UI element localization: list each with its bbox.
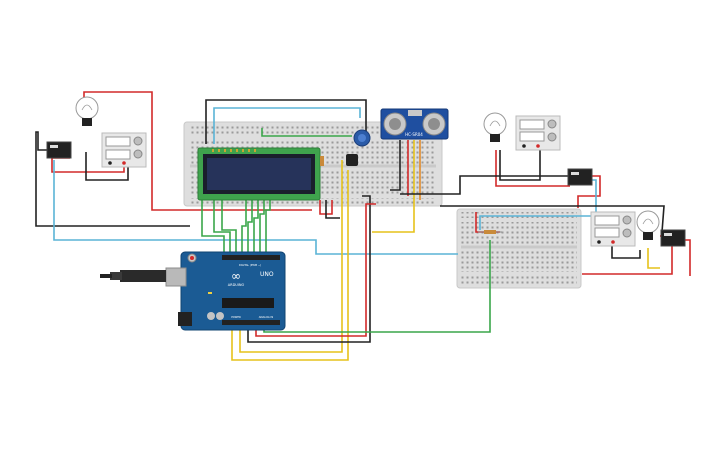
wire-blue-top <box>213 107 361 144</box>
ultrasonic-sensor[interactable]: HC-SR04 <box>380 108 449 140</box>
wire-red-bottom <box>231 170 349 361</box>
wire-black-us <box>390 140 401 191</box>
wire-black-left-relay <box>35 131 190 227</box>
relay-right-bottom[interactable] <box>660 229 686 247</box>
bulb-right-bottom[interactable] <box>636 210 660 240</box>
arduino-power-label: POWER <box>231 315 241 319</box>
arduino-logo: ∞ <box>231 269 241 283</box>
arduino-analog-label: ANALOG IN <box>259 315 273 319</box>
power-supply-right-bottom[interactable] <box>590 211 636 247</box>
arduino-digital-label: DIGITAL (PWM ~) <box>239 263 261 267</box>
bulb-left[interactable] <box>75 96 99 126</box>
ultrasonic-label: HC-SR04 <box>405 132 423 137</box>
wire-yellow-us <box>372 140 415 233</box>
sensor-ic[interactable] <box>346 154 358 166</box>
relay-left[interactable] <box>46 141 72 159</box>
wire-green-top <box>261 128 352 137</box>
relay-right-top[interactable] <box>567 168 593 186</box>
wire-black-left-supply <box>85 152 129 181</box>
potentiometer[interactable] <box>353 129 371 147</box>
arduino-board-label: UNO <box>260 271 274 278</box>
arduino-uno[interactable]: ∞ UNO ARDUINO DIGITAL (PWM ~) POWER ANAL… <box>165 251 286 331</box>
wire-black-top <box>205 99 367 144</box>
wire-blue-left <box>53 160 458 255</box>
arduino-brand-label: ARDUINO <box>228 283 245 287</box>
bulb-right-top[interactable] <box>483 112 507 142</box>
lcd-16x2[interactable] <box>197 147 321 201</box>
power-supply-right-top[interactable] <box>515 115 561 151</box>
resistor-main[interactable] <box>320 156 324 166</box>
breadboard-secondary[interactable] <box>456 208 582 289</box>
usb-cable[interactable] <box>100 270 166 282</box>
resistor-secondary[interactable] <box>478 230 502 234</box>
power-supply-left[interactable] <box>101 132 147 168</box>
